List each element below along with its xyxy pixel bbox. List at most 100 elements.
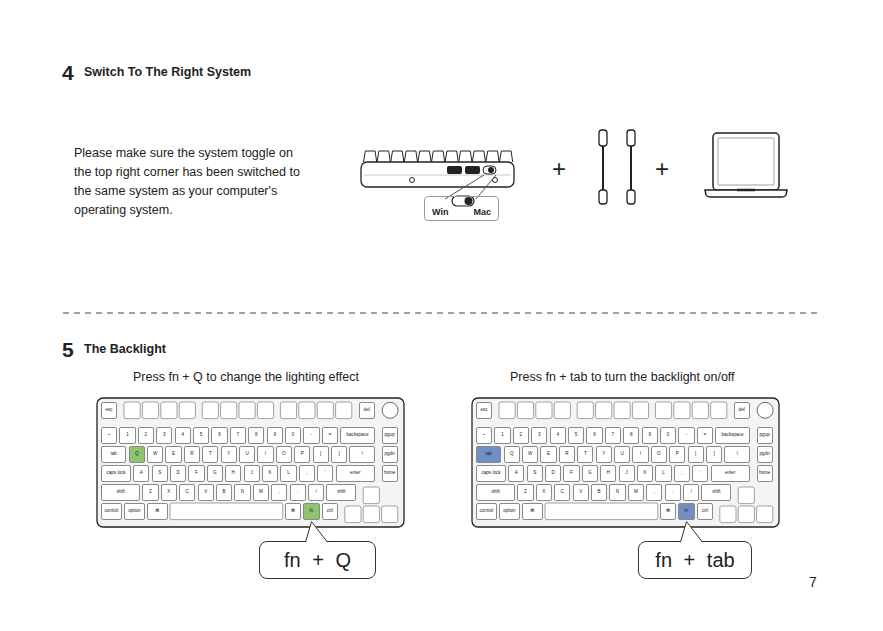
keycap [363,506,379,523]
keycap: W [522,446,538,463]
key-legend: G [213,471,217,476]
keycap: control [101,503,122,520]
knob [382,402,398,418]
key-legend: enter [725,471,735,476]
key-legend: A [515,471,518,476]
key-legend: esc [481,408,488,413]
cable [602,146,604,190]
key-legend: Y [227,452,230,457]
key-legend: control [480,509,494,514]
keycap: E [540,446,556,463]
keyboard-frame [472,398,779,527]
keycap: H [225,465,241,482]
key-legend: F [570,471,573,476]
keycap: X [536,484,552,501]
keycap: Q [504,446,520,463]
key-legend: pgup [760,433,770,438]
section-title: The Backlight [84,342,166,357]
keycap: 4 [175,427,191,444]
keycap [363,487,379,504]
key-legend: = [704,433,707,438]
key-legend: 6 [218,433,221,438]
keycap [738,487,754,504]
key-legend: 1 [126,433,129,438]
key-legend: 5 [575,433,578,438]
key-legend: shift [491,490,499,495]
keycap-profile [418,151,431,162]
key-legend: 2 [520,433,523,438]
key-legend: A [140,471,143,476]
keycap: control [476,503,497,520]
keycap: P [669,446,685,463]
keycap [577,402,593,419]
keycap: \ [349,446,374,463]
os-toggle-zoom [452,196,474,206]
key-legend: S [533,471,536,476]
section-number: 4 [62,60,74,85]
keycap: 5 [568,427,584,444]
keycap: ⌘ [522,503,543,520]
keycap: shift [476,484,515,501]
keycap: V [198,484,214,501]
key-legend: caps lock [106,471,125,476]
keycap-profile [377,151,390,162]
page-number: 7 [809,574,817,591]
keycap [711,402,727,419]
keycap [738,506,754,523]
keycap: F [188,465,204,482]
key-legend: fn [310,509,314,514]
keycap [545,503,658,520]
keycap [257,402,273,419]
key-legend: home [759,471,771,476]
keycap: esc [101,402,117,419]
key-legend: 4 [181,433,184,438]
keycap: N [609,484,625,501]
keycap: pgdn [757,446,773,463]
key-legend: S [158,471,161,476]
keycap: 1 [119,427,135,444]
keycap: home [757,465,773,482]
body-seam [364,175,511,176]
key-legend: R [190,452,193,457]
knob [757,402,773,418]
keycap: 0 [285,427,301,444]
keycap: A [508,465,524,482]
keycap [161,402,177,419]
key-legend: \ [361,452,362,457]
keycap: pgdn [382,446,398,463]
keycap: ~ [101,427,117,444]
keycap: R [184,446,200,463]
keycap-profile [391,151,404,162]
usb-c-plug [599,130,607,146]
keycap [280,402,296,419]
key-legend: 2 [145,433,148,438]
keycap: fn [678,503,694,520]
keycap: ] [706,446,722,463]
keycap: ctrl [322,503,338,520]
key-legend: = [329,433,332,438]
usb-c-plug [627,190,635,204]
key-legend: 1 [501,433,504,438]
keycap: Q [129,446,145,463]
key-legend: home [384,471,396,476]
key-legend: I [265,452,266,457]
key-legend: C [561,490,564,495]
keycap: G [582,465,598,482]
key-legend: ' [700,471,701,476]
key-legend: 0 [667,433,670,438]
keycap: enter [711,465,750,482]
key-legend: X [167,490,170,495]
key-legend: J [626,471,628,476]
keycap: backspace [715,427,750,444]
keycap: U [239,446,255,463]
keycap: del [359,402,375,419]
keycap [221,402,237,419]
key-legend: 6 [593,433,596,438]
toggle-track [452,196,474,206]
keycap: V [573,484,589,501]
keycap: A [133,465,149,482]
key-legend: pgdn [760,452,770,457]
